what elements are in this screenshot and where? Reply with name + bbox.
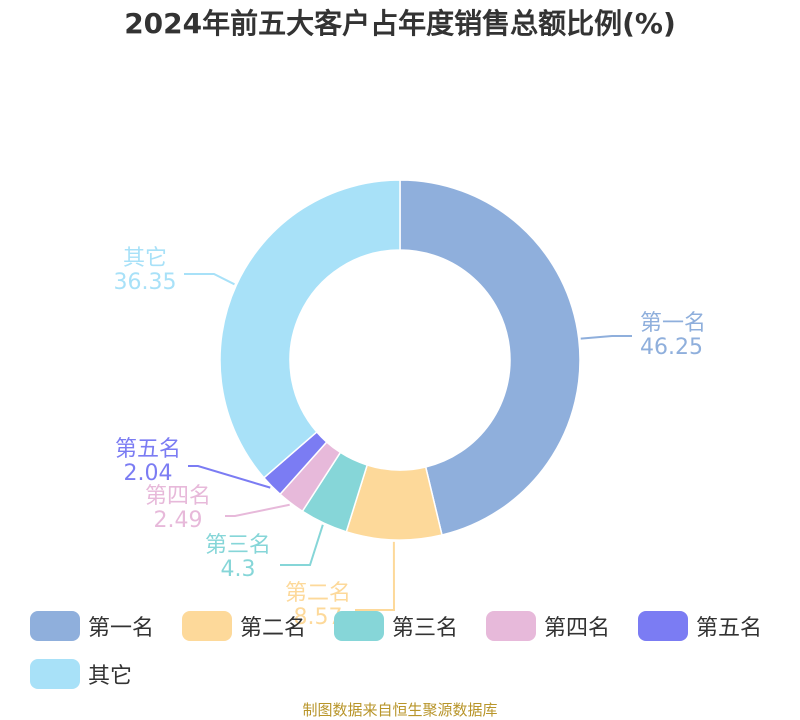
slice-first[interactable]: [399, 179, 581, 536]
data-source-note: 制图数据来自恒生聚源数据库: [302, 701, 498, 719]
slice-value-other: 36.35: [114, 270, 177, 295]
slice-value-fourth: 2.49: [154, 508, 203, 533]
legend-item-third[interactable]: 第三名: [334, 610, 458, 642]
leader-line-fourth: [225, 503, 290, 517]
chart-title: 2024年前五大客户占年度销售总额比例(%): [124, 7, 676, 40]
legend-swatch-other: [30, 659, 80, 689]
legend-item-fourth[interactable]: 第四名: [486, 610, 610, 642]
slice-value-first: 46.25: [640, 335, 703, 360]
slice-value-fifth: 2.04: [124, 461, 173, 486]
legend-swatch-second: [182, 611, 232, 641]
legend-swatch-first: [30, 611, 80, 641]
slice-label-second: 第二名: [285, 581, 351, 606]
leader-line-other: [184, 273, 235, 286]
legend-label-fourth: 第四名: [544, 616, 611, 641]
legend-label-first: 第一名: [88, 616, 155, 641]
legend-item-fifth[interactable]: 第五名: [638, 610, 762, 642]
legend-label-fifth: 第五名: [696, 616, 763, 641]
leader-line-fifth: [188, 465, 271, 489]
slice-value-third: 4.3: [221, 557, 256, 582]
slice-label-third: 第三名: [205, 533, 271, 558]
slice-label-fourth: 第四名: [145, 484, 211, 509]
legend-swatch-fourth: [486, 611, 536, 641]
legend-label-second: 第二名: [240, 616, 307, 641]
slice-other[interactable]: [219, 179, 401, 479]
legend-label-other: 其它: [88, 664, 133, 689]
legend-label-third: 第三名: [392, 616, 459, 641]
leader-line-first: [580, 335, 632, 340]
legend-item-first[interactable]: 第一名: [30, 610, 154, 642]
legend-item-second[interactable]: 第二名: [182, 610, 306, 642]
legend-swatch-fifth: [638, 611, 688, 641]
leader-line-third: [280, 524, 324, 566]
legend-swatch-third: [334, 611, 384, 641]
slice-label-other: 其它: [123, 246, 167, 271]
slice-label-fifth: 第五名: [115, 437, 181, 462]
legend-item-other[interactable]: 其它: [30, 658, 132, 690]
leader-line-second: [355, 541, 396, 611]
slice-label-first: 第一名: [640, 311, 706, 336]
